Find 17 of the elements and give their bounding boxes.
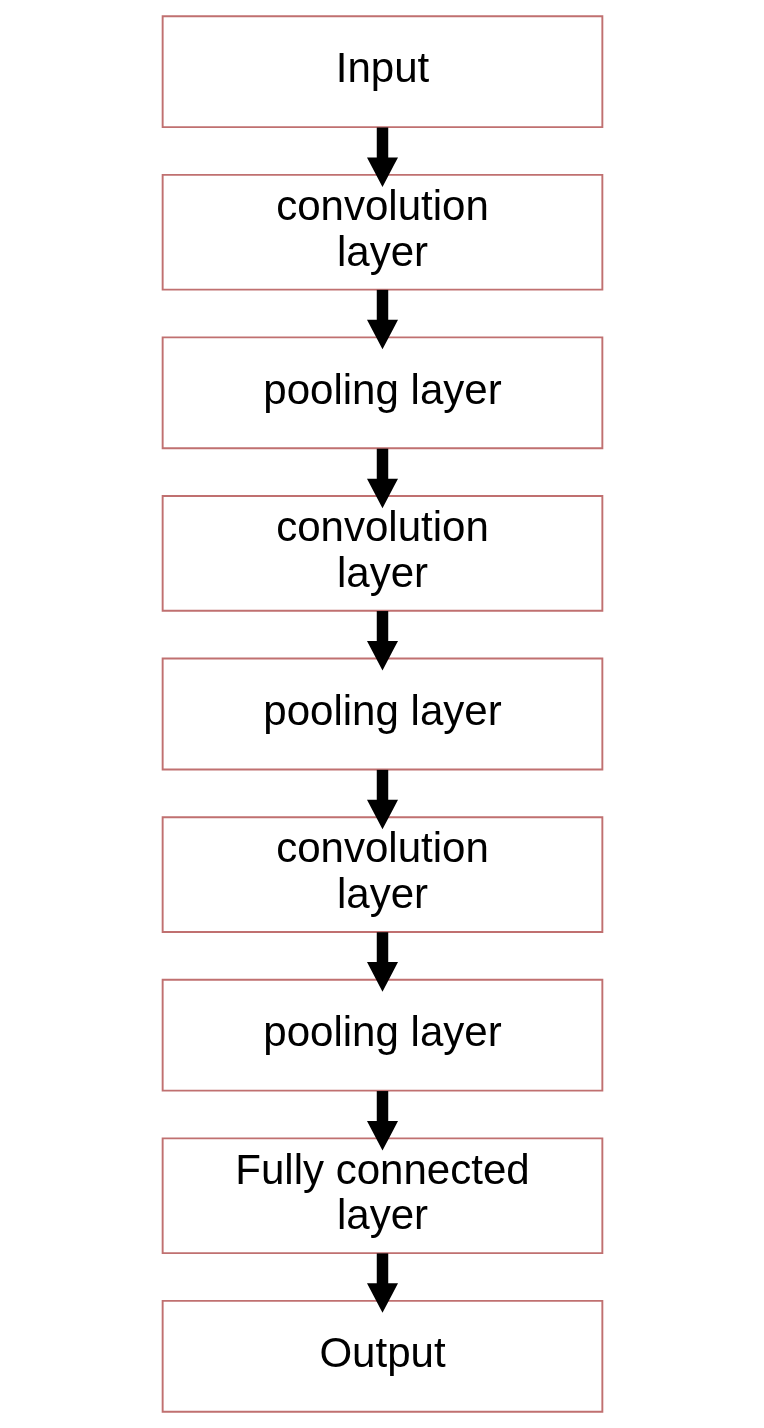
arrow — [366, 1253, 398, 1313]
node-box: pooling layer — [161, 978, 603, 1092]
arrow — [366, 289, 398, 350]
node-box: Fully connected layer — [161, 1137, 603, 1255]
node-box: Output — [161, 1299, 603, 1413]
arrow — [366, 1091, 398, 1151]
arrow — [366, 127, 398, 187]
node-box: convolution layer — [161, 816, 603, 933]
arrow — [366, 448, 398, 509]
node-box: convolution layer — [161, 495, 603, 612]
arrow — [366, 932, 398, 992]
node-box: Input — [161, 15, 603, 129]
node-box: convolution layer — [161, 173, 603, 291]
node-box: pooling layer — [161, 657, 603, 771]
node-box: pooling layer — [161, 336, 603, 450]
arrow — [366, 611, 398, 671]
arrow — [366, 769, 398, 830]
